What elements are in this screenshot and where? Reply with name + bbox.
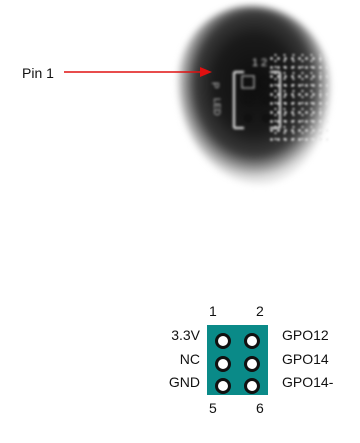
silkscreen-led: LED: [212, 98, 222, 116]
pin-4: [244, 356, 260, 372]
right-label-gpo14-minus: GPO14-: [282, 374, 334, 390]
right-label-gpo14: GPO14: [282, 351, 329, 367]
pin-number-6: 6: [256, 400, 264, 416]
photo-section: 1 2 P LED Pin 1: [0, 0, 360, 215]
pin-1-arrow: [64, 67, 212, 77]
pin-header-connector: [207, 325, 268, 395]
photo-board-texture: [268, 54, 328, 144]
silkscreen-p: P: [209, 82, 220, 89]
pin-number-5: 5: [209, 400, 217, 416]
pin-number-1: 1: [209, 303, 217, 319]
silkscreen-2: 2: [261, 57, 267, 69]
pin-5: [215, 378, 231, 394]
left-label-gnd: GND: [168, 374, 200, 390]
pin-2: [244, 333, 260, 349]
right-label-gpo12: GPO12: [282, 327, 329, 343]
silkscreen-1: 1: [252, 57, 258, 69]
pin-3: [215, 356, 231, 372]
pin-1-label: Pin 1: [22, 65, 54, 81]
pin-number-2: 2: [256, 303, 264, 319]
left-label-nc: NC: [179, 351, 200, 367]
pin-6: [244, 378, 260, 394]
left-label-3v3: 3.3V: [171, 327, 200, 343]
pin-1: [215, 333, 231, 349]
